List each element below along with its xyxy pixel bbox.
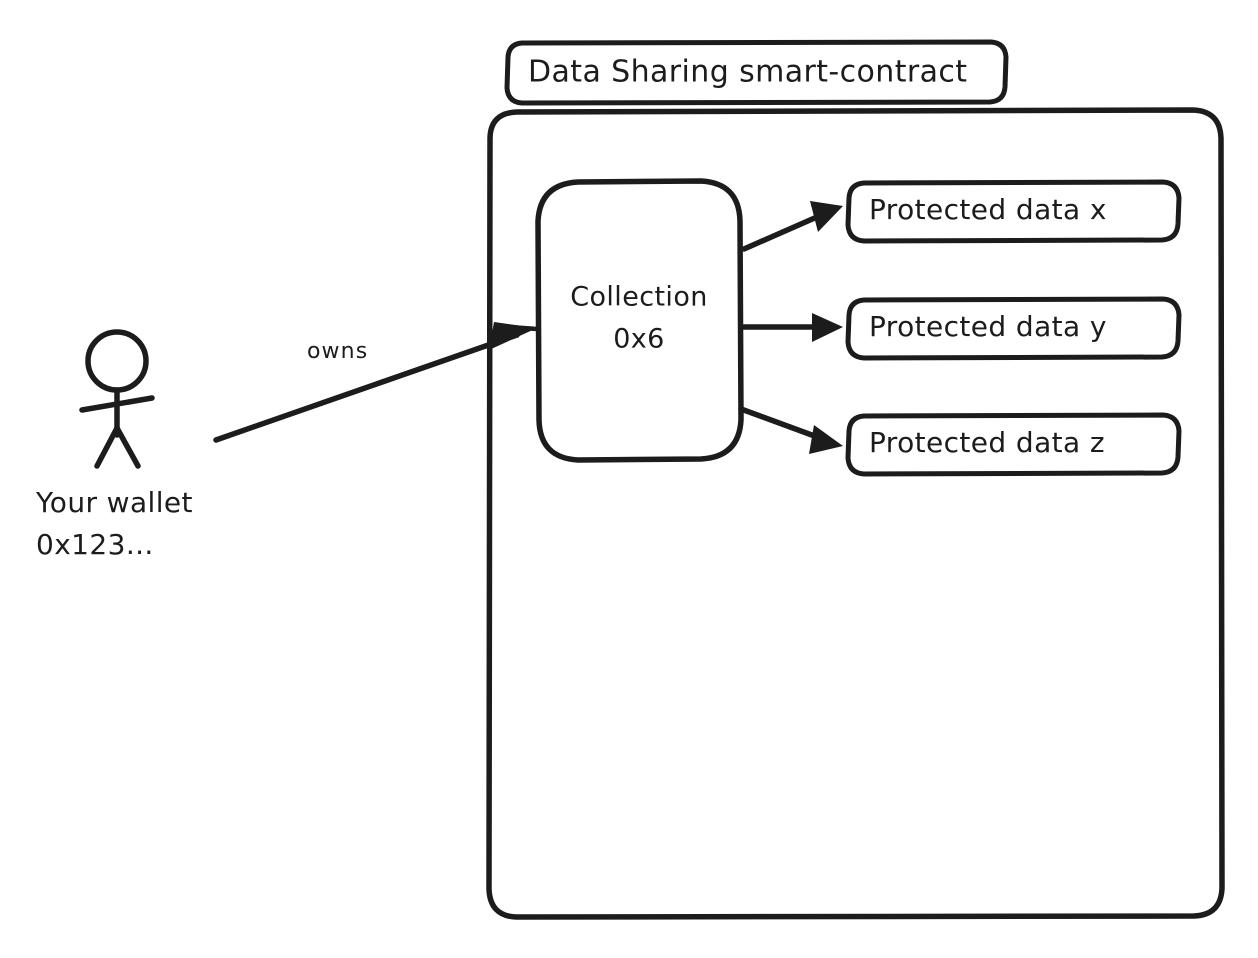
owns-edge-label: owns [307,339,368,364]
collection-label-line2: 0x6 [613,324,665,355]
contract-title: Data Sharing smart-contract [528,55,967,90]
collection-label-line1: Collection [570,282,708,313]
arrow-collection-to-data-z [738,406,843,454]
arrow-collection-to-data-y [741,313,843,342]
protected-data-label-0: Protected data x [869,193,1107,226]
contract-title-box [504,39,1009,106]
protected-data-label-1: Protected data y [869,310,1107,343]
arrow-collection-to-data-x [741,201,843,252]
protected-data-box-2[interactable] [845,412,1182,477]
arrow-owns [213,322,540,443]
stick-figure-person-icon [79,329,155,469]
protected-data-box-0[interactable] [845,179,1182,244]
actor-label-line1: Your wallet [35,486,193,519]
collection-node[interactable] [535,178,744,463]
protected-data-box-1[interactable] [845,296,1182,361]
actor-label-line2: 0x123... [36,528,154,561]
protected-data-label-2: Protected data z [869,426,1105,459]
